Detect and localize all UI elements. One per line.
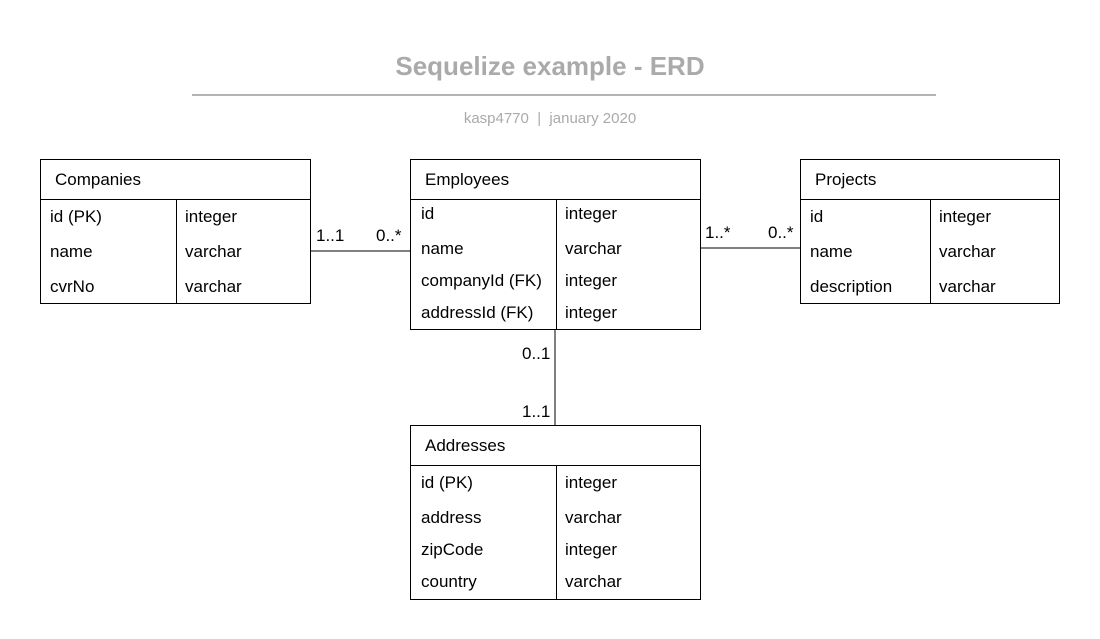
- entity-employees[interactable]: Employees id integer name varchar compan…: [410, 159, 701, 330]
- field-name: name: [50, 242, 93, 261]
- diagram-title: Sequelize example - ERD: [395, 51, 705, 81]
- multiplicity-label: 0..*: [376, 226, 402, 245]
- field-name: addressId (FK): [421, 303, 534, 322]
- entity-header: Addresses: [411, 426, 700, 466]
- field-name: companyId (FK): [421, 271, 542, 290]
- multiplicity-label: 1..1: [522, 402, 551, 421]
- title-divider: [192, 94, 936, 96]
- entity-header: Projects: [801, 160, 1059, 200]
- field-type: integer: [185, 207, 237, 226]
- field-name: zipCode: [421, 540, 484, 559]
- entity-companies[interactable]: Companies id (PK) integer name varchar c…: [40, 159, 311, 304]
- column-divider: [556, 466, 557, 599]
- field-name: name: [810, 242, 853, 261]
- entity-header: Companies: [41, 160, 310, 200]
- field-name: cvrNo: [50, 277, 95, 296]
- field-name: id (PK): [50, 207, 102, 226]
- multiplicity-label: 0..1: [522, 344, 551, 363]
- field-name: id: [421, 204, 435, 223]
- multiplicity-label: 1..*: [705, 223, 731, 242]
- entity-title: Addresses: [425, 436, 506, 455]
- entity-header: Employees: [411, 160, 700, 200]
- field-name: name: [421, 239, 464, 258]
- field-type: varchar: [939, 242, 996, 261]
- field-name: country: [421, 572, 477, 591]
- field-name: id (PK): [421, 473, 473, 492]
- diagram-subtitle: kasp4770 | january 2020: [463, 110, 637, 127]
- field-type: integer: [565, 271, 617, 290]
- field-type: varchar: [185, 277, 242, 296]
- entity-title: Companies: [55, 170, 141, 189]
- field-type: varchar: [185, 242, 242, 261]
- entity-title: Employees: [425, 170, 510, 189]
- field-type: integer: [565, 204, 617, 223]
- field-name: description: [810, 277, 893, 296]
- field-name: id: [810, 207, 824, 226]
- field-type: varchar: [565, 508, 622, 527]
- field-type: varchar: [565, 239, 622, 258]
- column-divider: [930, 200, 931, 303]
- field-type: varchar: [565, 572, 622, 591]
- field-name: address: [421, 508, 482, 527]
- field-type: integer: [565, 473, 617, 492]
- entity-addresses[interactable]: Addresses id (PK) integer address varcha…: [410, 425, 701, 600]
- multiplicity-label: 0..*: [768, 223, 794, 242]
- field-type: integer: [939, 207, 991, 226]
- multiplicity-label: 1..1: [316, 226, 345, 245]
- entity-title: Projects: [815, 170, 877, 189]
- column-divider: [556, 200, 557, 329]
- field-type: integer: [565, 303, 617, 322]
- field-type: integer: [565, 540, 617, 559]
- entity-projects[interactable]: Projects id integer name varchar descrip…: [800, 159, 1060, 304]
- column-divider: [176, 200, 177, 303]
- field-type: varchar: [939, 277, 996, 296]
